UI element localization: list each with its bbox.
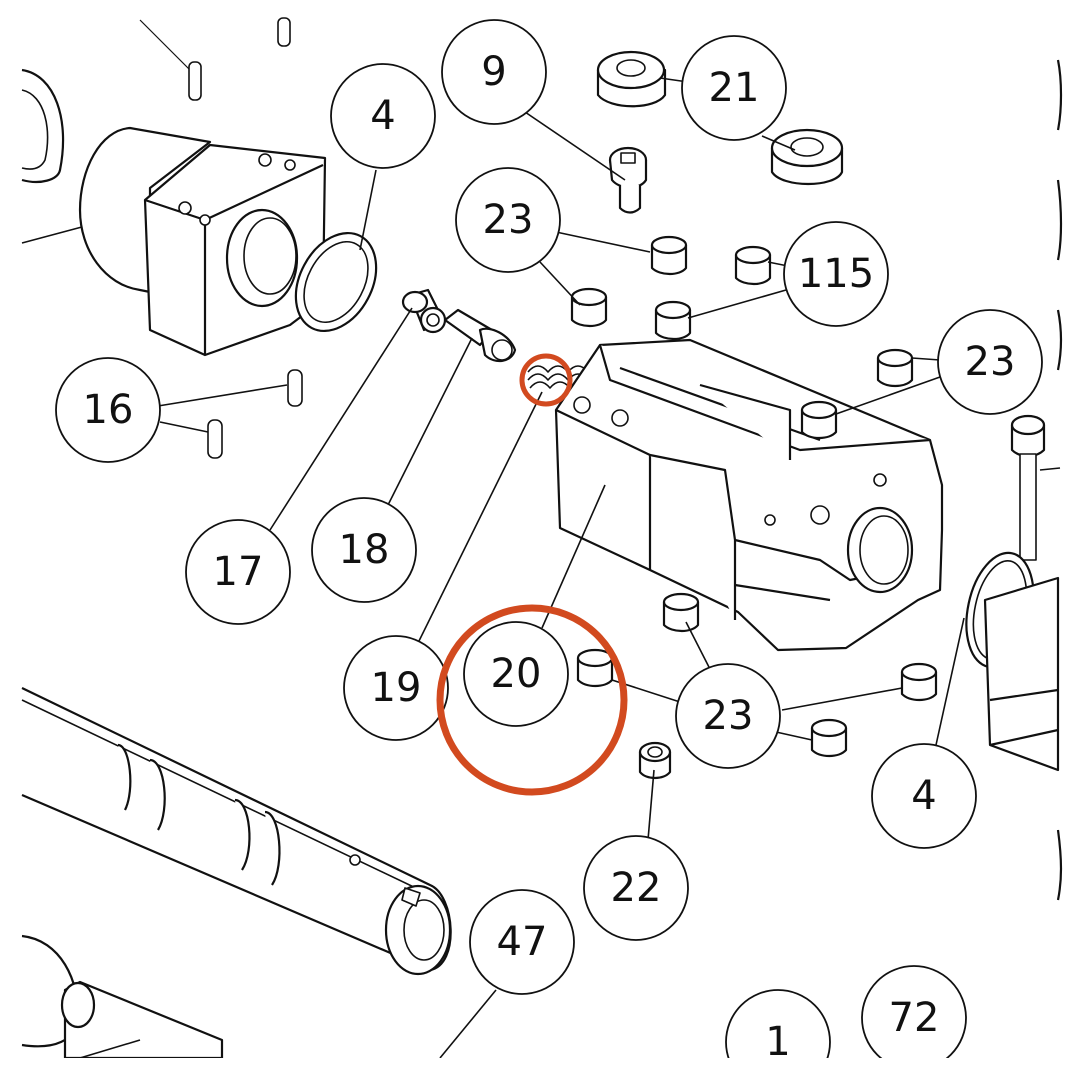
callout-label: 72 [889, 995, 940, 1041]
callout-18: 18 [311, 497, 417, 603]
callout-1: 1 [725, 989, 831, 1080]
main-block-20 [541, 338, 944, 652]
cap-23-a [650, 235, 688, 276]
bushing-21-a [596, 50, 667, 108]
callout-47: 47 [469, 889, 575, 995]
callout-label: 17 [213, 549, 264, 595]
screw-9 [608, 146, 648, 214]
callout-label: 115 [798, 251, 874, 297]
callout-19: 19 [343, 635, 449, 741]
cap-23-d [800, 400, 838, 440]
cap-115-a [734, 245, 772, 286]
callout-20: 20 [463, 621, 569, 727]
callout-23-lower: 23 [675, 663, 781, 769]
nut-22 [638, 741, 672, 780]
callout-4-top: 4 [330, 63, 436, 169]
cap-23-b [570, 287, 608, 328]
callout-label: 22 [611, 865, 662, 911]
callout-label: 1 [765, 1019, 790, 1065]
callout-4-bottom: 4 [871, 743, 977, 849]
cap-23-h [810, 718, 848, 758]
callout-21: 21 [681, 35, 787, 141]
bottom-crop-mask [0, 1058, 1080, 1080]
left-housing-block [21, 126, 327, 357]
cap-23-e [662, 592, 700, 633]
callout-17: 17 [185, 519, 291, 625]
cap-23-c [876, 348, 914, 388]
callout-label: 47 [497, 919, 548, 965]
callout-72: 72 [861, 965, 967, 1071]
cap-23-g [900, 662, 938, 702]
bushing-17 [401, 288, 447, 334]
cap-23-f [576, 648, 614, 688]
right-partial-assembly [965, 59, 1063, 901]
partial-ring-left-edge [21, 68, 65, 184]
callout-23-right: 23 [937, 309, 1043, 415]
leader-lines [157, 77, 965, 1059]
callout-label: 23 [965, 339, 1016, 385]
callout-9: 9 [441, 19, 547, 125]
callout-16: 16 [55, 357, 161, 463]
callout-label: 18 [339, 527, 390, 573]
highlight-ring-spring [519, 353, 573, 407]
callout-23-upper: 23 [455, 167, 561, 273]
o-ring-upper [294, 169, 378, 333]
callout-label: 19 [371, 665, 422, 711]
callout-label: 16 [83, 387, 134, 433]
bushing-21-b [770, 128, 844, 186]
callout-label: 20 [491, 651, 542, 697]
bottom-left-parts [21, 934, 224, 1060]
pin-16-a [287, 369, 303, 407]
shaft-assembly [21, 687, 452, 976]
callout-label: 9 [481, 49, 506, 95]
callout-label: 4 [911, 773, 936, 819]
pin-16-b [207, 419, 223, 459]
callout-22: 22 [583, 835, 689, 941]
pin-18 [443, 308, 517, 363]
callout-label: 21 [709, 65, 760, 111]
callout-label: 23 [703, 693, 754, 739]
pin-top-left-a [139, 19, 202, 101]
callout-label: 23 [483, 197, 534, 243]
cap-115-b [654, 300, 692, 341]
long-screw-right [1010, 414, 1061, 561]
callout-115: 115 [783, 221, 889, 327]
pin-top-left-b [277, 17, 291, 47]
callout-label: 4 [370, 93, 395, 139]
highlight-ring-callout-20 [436, 604, 628, 796]
spring-19 [527, 365, 589, 389]
